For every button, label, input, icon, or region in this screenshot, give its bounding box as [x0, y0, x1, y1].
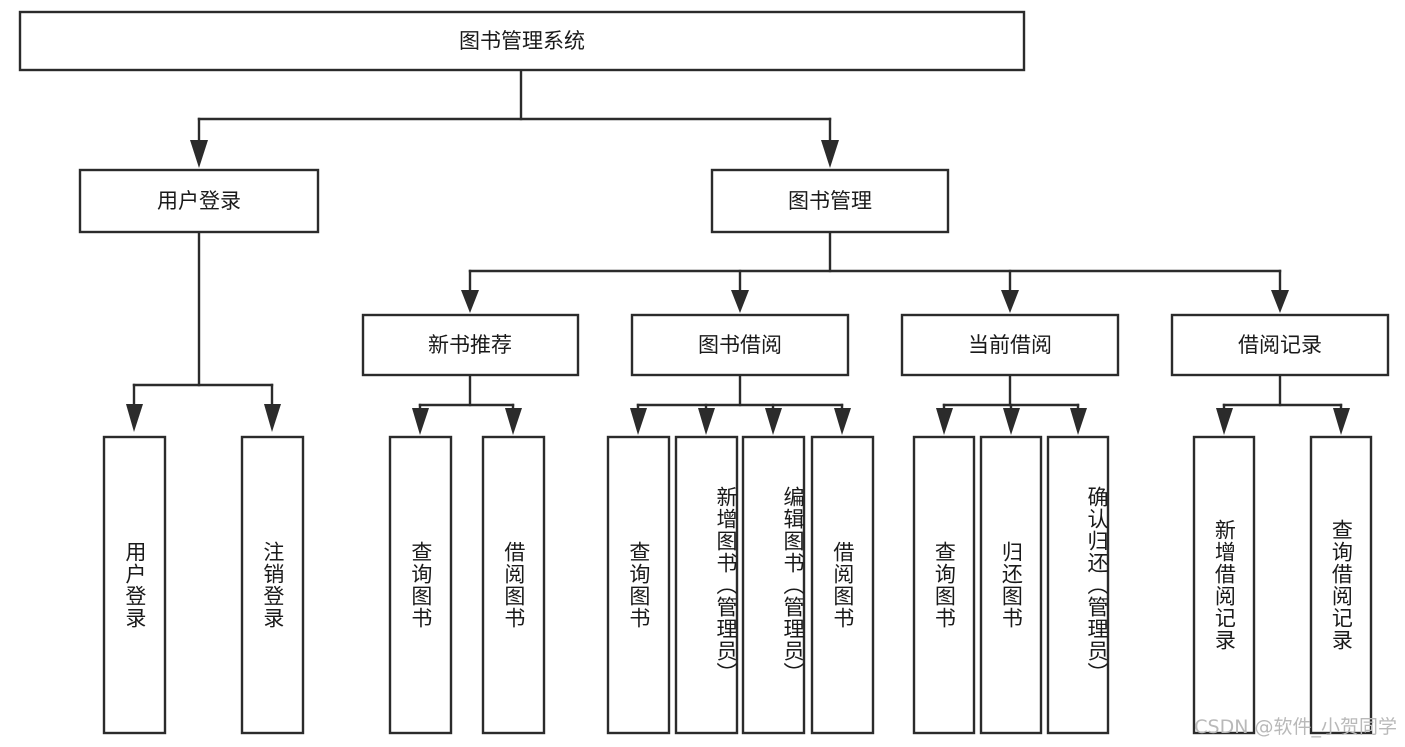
leaf-box-borrow-book-newrec[interactable]: [481, 435, 546, 735]
arrowhead-new-book: [461, 290, 479, 313]
arrowhead-book-mgmt: [821, 140, 839, 168]
node-new-book-recommend[interactable]: [361, 313, 580, 377]
csdn-watermark: CSDN @软件_小贺同学: [1194, 716, 1397, 738]
arrowhead-bookborrow-leaf-3: [765, 408, 782, 435]
arrowhead-leaf-logout: [264, 404, 281, 432]
leaf-box-return-book[interactable]: [979, 435, 1043, 735]
arrowhead-bookborrow-leaf-4: [834, 408, 851, 435]
arrowhead-book-borrow: [731, 290, 749, 313]
label-book-borrow: 图书借阅: [698, 333, 782, 357]
label-current-borrow: 当前借阅: [968, 333, 1052, 357]
leaf-box-add-borrow-record[interactable]: [1192, 435, 1256, 735]
arrowhead-currentborrow-leaf-3: [1070, 408, 1087, 435]
leaf-box-edit-book-admin[interactable]: [741, 435, 806, 735]
leaf-box-query-book-borrow[interactable]: [606, 435, 671, 735]
node-book-management[interactable]: [710, 168, 950, 234]
arrowhead-bookborrow-leaf-1: [630, 408, 647, 435]
node-user-login[interactable]: [78, 168, 320, 234]
arrowhead-borrowrecord-leaf-2: [1333, 408, 1350, 435]
leaf-box-confirm-return-admin[interactable]: [1046, 435, 1110, 735]
leaf-box-query-borrow-record[interactable]: [1309, 435, 1373, 735]
leaf-box-query-book-newrec[interactable]: [388, 435, 453, 735]
arrowhead-leaf-user-login: [126, 404, 143, 432]
arrowhead-newbook-leaf-1: [412, 408, 429, 435]
leaf-box-borrow-book[interactable]: [810, 435, 875, 735]
label-book-management: 图书管理: [788, 189, 872, 213]
leaf-box-add-book-admin[interactable]: [674, 435, 739, 735]
node-current-borrow[interactable]: [900, 313, 1120, 377]
arrowhead-currentborrow-leaf-1: [936, 408, 953, 435]
horizontal-label-group: 图书管理系统 用户登录 图书管理 新书推荐 图书借阅 当前借阅 借阅记录: [157, 29, 1322, 357]
node-book-borrow[interactable]: [630, 313, 850, 377]
arrowhead-current-borrow: [1001, 290, 1019, 313]
arrowhead-borrow-record: [1271, 290, 1289, 313]
leaf-box-user-login[interactable]: [102, 435, 167, 735]
node-box-group: [18, 10, 1390, 735]
arrowhead-bookborrow-leaf-2: [698, 408, 715, 435]
node-root-system[interactable]: [18, 10, 1026, 72]
arrowhead-user-login: [190, 140, 208, 168]
arrowhead-newbook-leaf-2: [505, 408, 522, 435]
arrowhead-currentborrow-leaf-2: [1003, 408, 1020, 435]
label-new-book-recommend: 新书推荐: [428, 333, 512, 357]
node-borrow-record[interactable]: [1170, 313, 1390, 377]
label-root-system: 图书管理系统: [459, 29, 585, 53]
connector-group: [126, 68, 1350, 435]
leaf-box-logout[interactable]: [240, 435, 305, 735]
label-borrow-record: 借阅记录: [1238, 333, 1322, 357]
label-user-login: 用户登录: [157, 189, 241, 213]
leaf-box-query-book-current[interactable]: [912, 435, 976, 735]
arrowhead-borrowrecord-leaf-1: [1216, 408, 1233, 435]
